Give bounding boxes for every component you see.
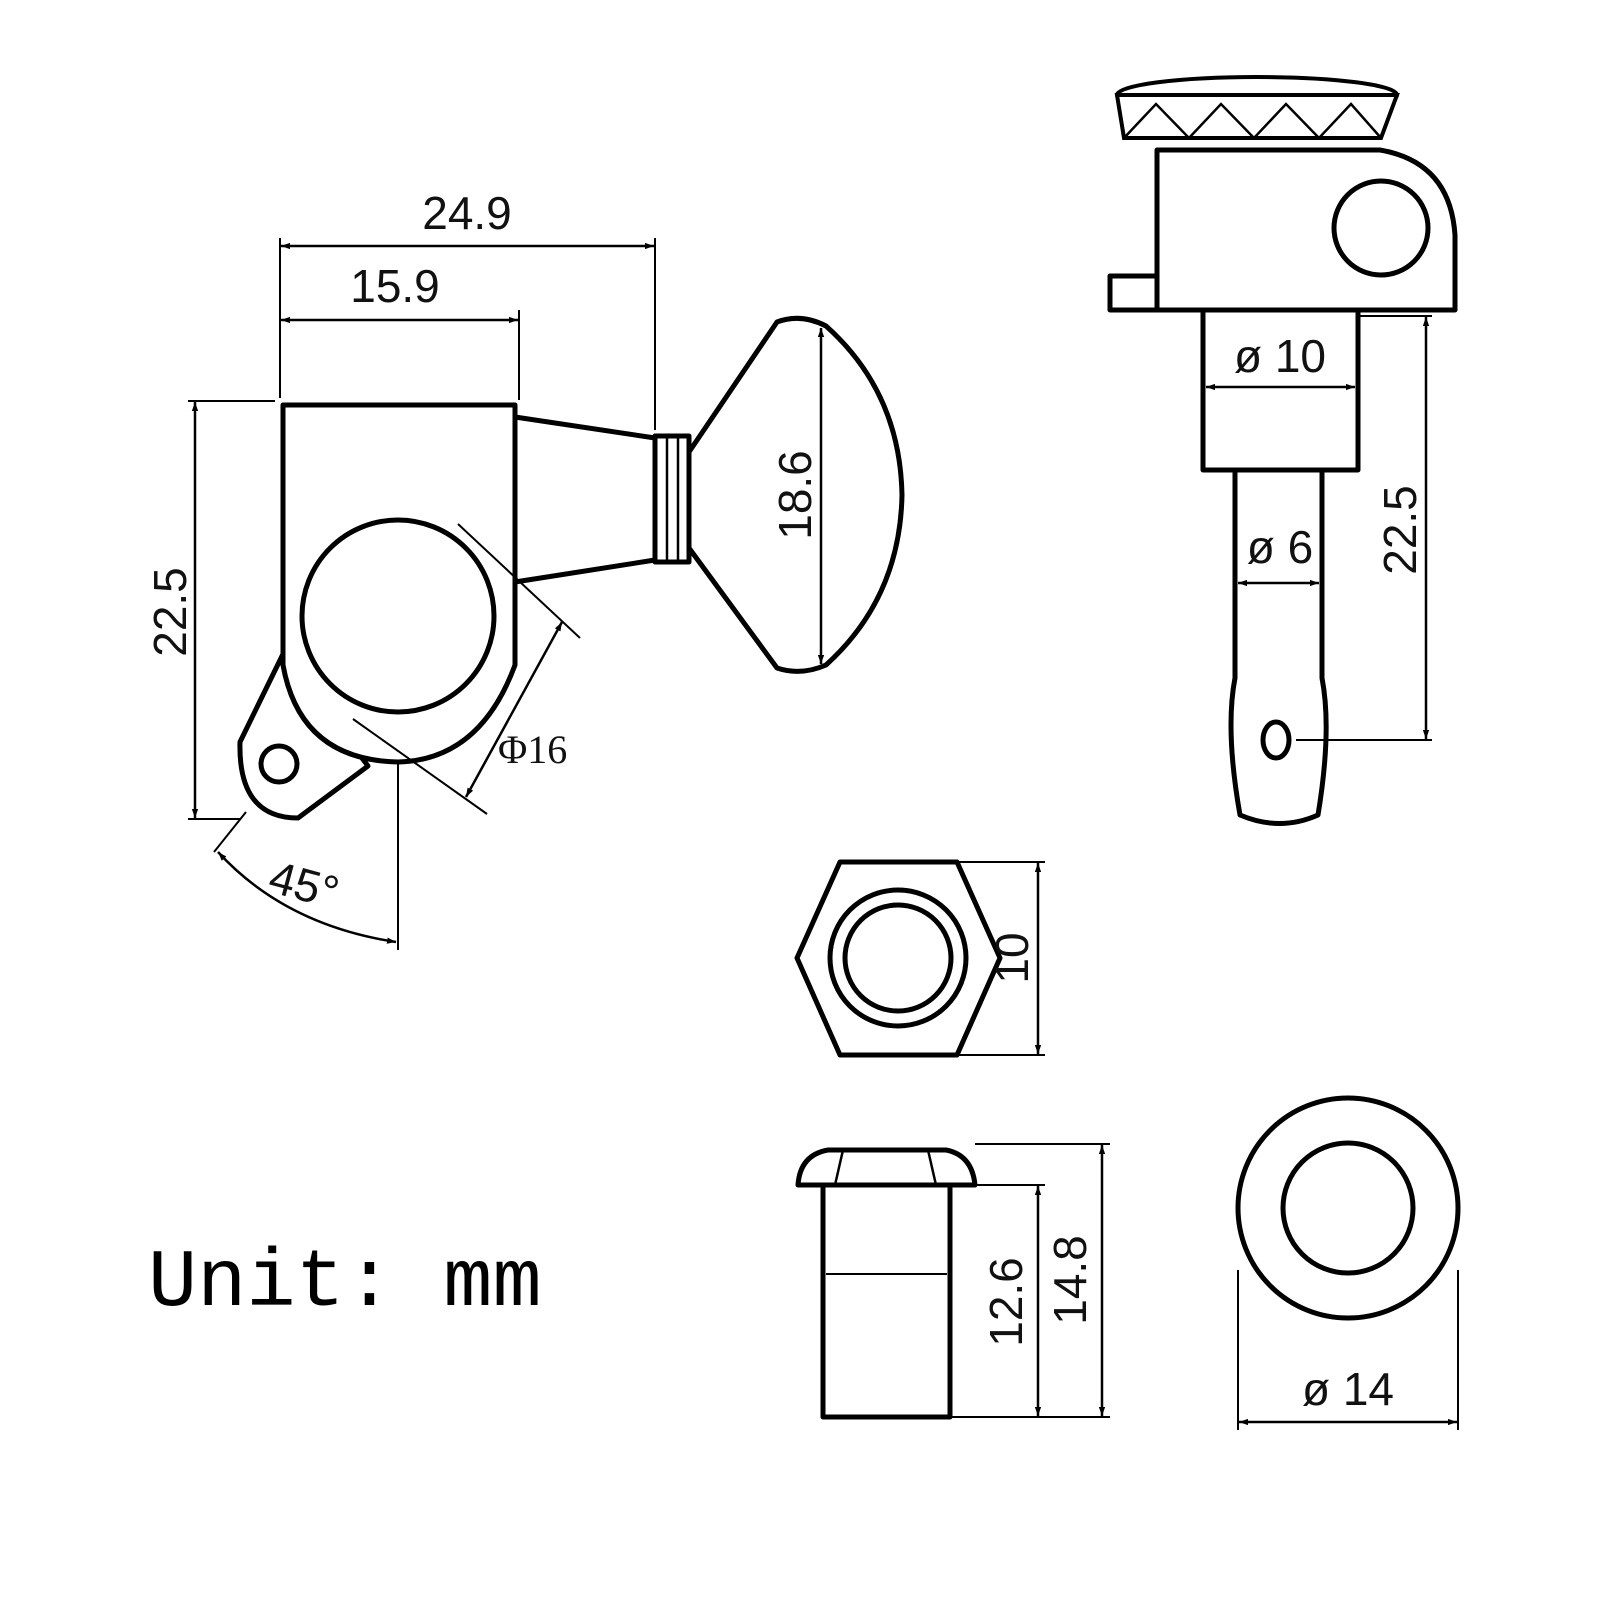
ferrule-side-view: 12.6 14.8 (795, 1143, 1110, 1420)
ferrule-flange (795, 1147, 978, 1188)
dim-bushing-diameter: ø 10 (1234, 330, 1326, 382)
dim-washer-diameter: ø 14 (1302, 1363, 1394, 1415)
dim-button-height: 18.6 (769, 450, 821, 540)
washer-view: ø 14 (1235, 1095, 1461, 1430)
dim-post-diameter: ø 6 (1247, 521, 1313, 573)
tuner-collar (652, 433, 692, 565)
hex-nut-view: 10 (794, 859, 1045, 1058)
tuner-button (686, 315, 905, 674)
mounting-screw-hole (258, 743, 300, 785)
gear-circle (299, 517, 497, 715)
knurled-cap (1114, 93, 1400, 140)
housing-hole (1331, 178, 1431, 278)
dim-gear-diameter: Φ16 (498, 727, 567, 772)
tuner-shaft (512, 414, 658, 585)
post-view: ø 10 ø 6 22.5 (1107, 75, 1458, 826)
dim-ferrule-total-height: 14.8 (1044, 1235, 1096, 1325)
housing-tab (1107, 273, 1161, 313)
dim-nut-width: 10 (986, 932, 1038, 983)
dim-height: 22.5 (144, 567, 196, 657)
unit-label: Unit: mm (148, 1237, 542, 1330)
dim-post-height: 22.5 (1374, 485, 1426, 575)
string-hole (1260, 719, 1292, 761)
dim-housing-width: 15.9 (350, 260, 440, 312)
tuner-side-view: 24.9 15.9 22.5 18.6 Φ16 45° (144, 187, 905, 950)
dim-angle: 45° (264, 850, 345, 918)
post (1228, 467, 1329, 826)
ferrule-body (820, 1182, 953, 1420)
washer-inner (1280, 1140, 1416, 1276)
dim-total-width: 24.9 (422, 187, 512, 239)
dim-ferrule-inner-height: 12.6 (980, 1257, 1032, 1347)
